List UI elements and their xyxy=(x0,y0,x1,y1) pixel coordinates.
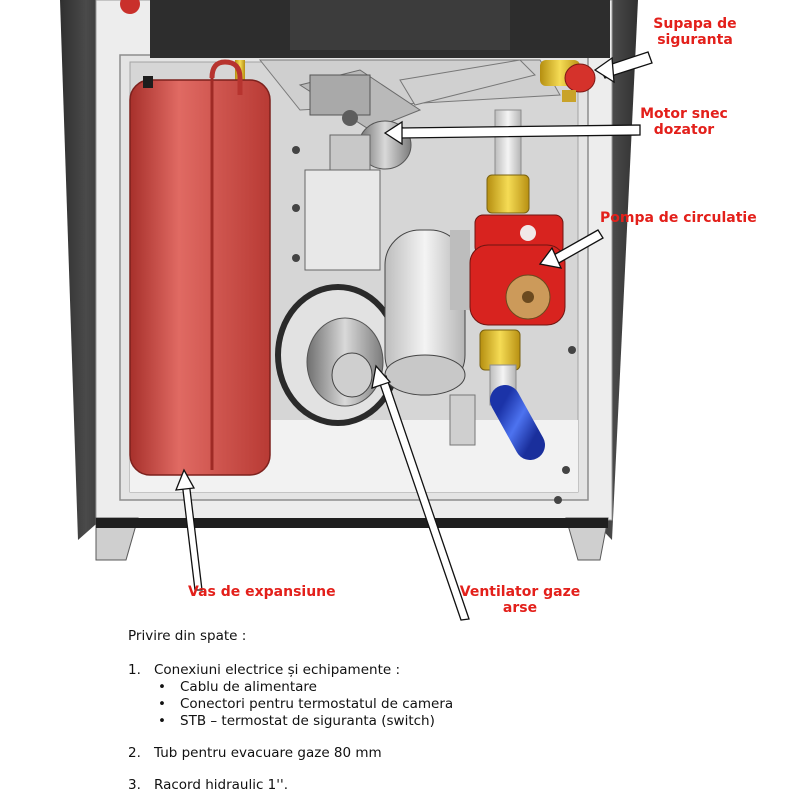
callout-expansion-vessel: Vas de expansiune xyxy=(188,584,338,600)
list-item-3: 3. Racord hidraulic 1''. xyxy=(128,777,768,794)
sub-item-room-thermostat: • Conectori pentru termostatul de camera xyxy=(154,696,768,713)
sub-item-stb-text: STB – termostat de siguranta (switch) xyxy=(180,713,435,729)
flue-gas-fan xyxy=(275,169,466,426)
caption-intro: Privire din spate : xyxy=(128,628,247,644)
list-item-2-text: Tub pentru evacuare gaze 80 mm xyxy=(154,745,382,761)
callout-flue-fan: Ventilator gaze arse xyxy=(458,584,582,616)
list-item-1-sublist: • Cablu de alimentare • Conectori pentru… xyxy=(154,679,768,730)
list-item-1: 1. Conexiuni electrice și echipamente : … xyxy=(128,662,768,730)
bullet-glyph: • xyxy=(158,679,166,695)
bullet-glyph: • xyxy=(158,713,166,729)
callout-flue-fan-line2: arse xyxy=(502,600,538,616)
sub-item-power-cable: • Cablu de alimentare xyxy=(154,679,768,696)
boiler-rear-view-illustration xyxy=(60,0,653,621)
list-item-3-text: Racord hidraulic 1''. xyxy=(154,777,288,793)
list-item-2-number: 2. xyxy=(128,745,141,761)
sub-item-room-thermostat-text: Conectori pentru termostatul de camera xyxy=(180,696,454,712)
callout-circulation-pump-label: Pompa de circulatie xyxy=(600,210,757,226)
bullet-glyph: • xyxy=(158,696,166,712)
sub-item-stb: • STB – termostat de siguranta (switch) xyxy=(154,713,768,730)
callout-safety-valve-line1: Supapa de xyxy=(653,16,737,32)
callout-flue-fan-line1: Ventilator gaze xyxy=(459,584,581,600)
sub-item-power-cable-text: Cablu de alimentare xyxy=(180,679,317,695)
callout-auger-motor: Motor snec dozator xyxy=(636,106,732,138)
list-item-2: 2. Tub pentru evacuare gaze 80 mm xyxy=(128,745,768,762)
callout-auger-motor-line1: Motor snec xyxy=(640,106,728,122)
list-item-3-number: 3. xyxy=(128,777,141,793)
list-item-1-text: Conexiuni electrice și echipamente : xyxy=(154,662,401,678)
callout-safety-valve: Supapa de siguranta xyxy=(642,16,748,48)
auger-motor xyxy=(258,59,561,176)
callout-auger-motor-line2: dozator xyxy=(653,122,715,138)
circulation-pump xyxy=(469,214,566,326)
caption-block: Privire din spate : 1. Conexiuni electri… xyxy=(128,628,768,794)
callout-safety-valve-line2: siguranta xyxy=(657,32,733,48)
leader-lines xyxy=(174,51,653,621)
callout-circulation-pump: Pompa de circulatie xyxy=(600,210,760,226)
expansion-vessel xyxy=(129,59,271,476)
water-pipes xyxy=(449,109,545,460)
list-item-1-number: 1. xyxy=(128,662,141,678)
callout-expansion-vessel-label: Vas de expansiune xyxy=(188,584,336,600)
